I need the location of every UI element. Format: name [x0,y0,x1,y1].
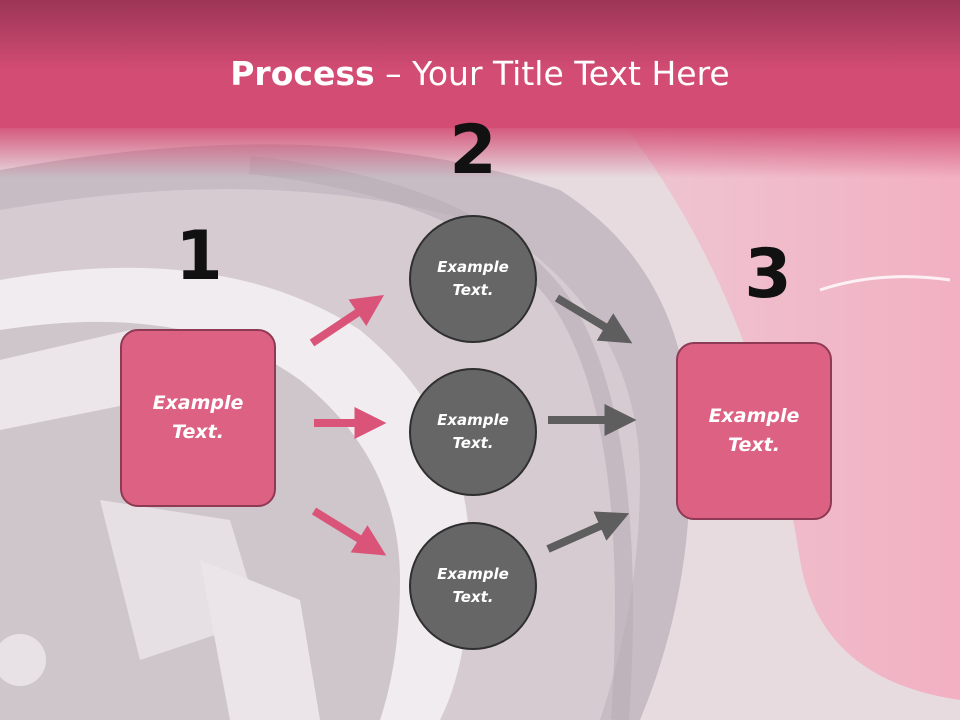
circle-bottom-text-line1: Example [437,565,509,583]
step-2-circle-middle: Example Text. [409,368,537,496]
circle-top-text-line1: Example [437,258,509,276]
title-bold: Process [230,54,375,93]
step-2-circle-top: Example Text. [409,215,537,343]
circle-middle-text-line1: Example [437,411,509,429]
step-1-box: Example Text. [120,329,276,507]
circle-middle-text-line2: Text. [452,434,494,452]
step-1-text-line1: Example [152,392,244,414]
circle-top-text-line2: Text. [452,281,494,299]
step-number-2: 2 [449,111,497,190]
arrow-top-to-3 [554,294,633,344]
step-3-box: Example Text. [676,342,832,520]
title-rest: – Your Title Text Here [374,54,730,93]
step-3-text-line1: Example [708,405,800,427]
arrow-1-to-bottom [311,507,387,556]
circle-bottom-text-line2: Text. [452,588,494,606]
step-1-text-line2: Text. [172,421,224,443]
step-number-3: 3 [744,235,792,314]
step-3-text-line2: Text. [728,434,780,456]
arrow-bottom-to-3 [546,511,630,553]
step-number-1: 1 [175,217,223,296]
arrow-1-to-top [309,295,384,347]
slide-title: Process – Your Title Text Here [0,52,960,96]
step-2-circle-bottom: Example Text. [409,522,537,650]
